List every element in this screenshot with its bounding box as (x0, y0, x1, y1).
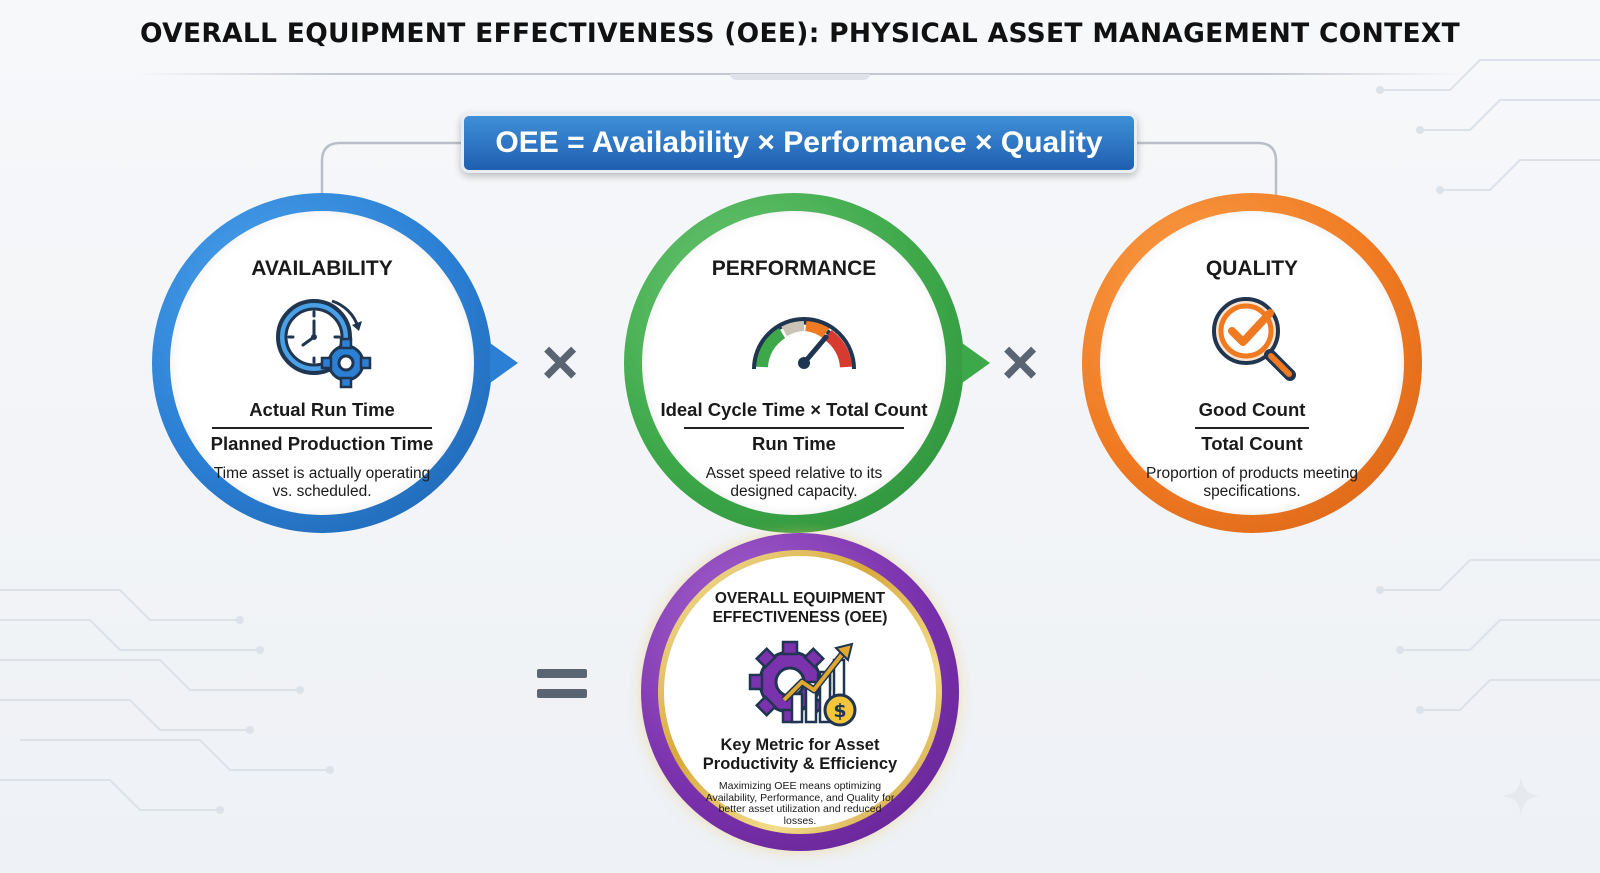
availability-circle: AVAILABILITY Actual Run Time (152, 193, 518, 533)
oee-description: Maximizing OEE means optimizing Availabi… (705, 780, 895, 827)
availability-denominator: Planned Production Time (210, 433, 434, 454)
speedometer-icon (752, 317, 856, 370)
sparkle-icon (1502, 777, 1540, 815)
title-divider-tab (730, 74, 870, 80)
performance-denominator: Run Time (752, 433, 836, 454)
availability-heading: AVAILABILITY (251, 257, 393, 280)
performance-heading: PERFORMANCE (711, 257, 877, 280)
multiply-operator-2: × (1001, 326, 1039, 398)
performance-fraction-bar (684, 427, 904, 429)
gear-chart-dollar-icon: $ (748, 640, 857, 727)
oee-formula-banner: OEE = Availability × Performance × Quali… (461, 113, 1137, 173)
multiply-operator-1: × (541, 326, 579, 398)
oee-key-metric: Key Metric for Asset Productivity & Effi… (684, 736, 916, 774)
quality-denominator: Total Count (1201, 433, 1303, 454)
quality-description: Proportion of products meeting specifica… (1146, 465, 1358, 500)
performance-circle: PERFORMANCE Ideal Cycle Time × Total Cou… (624, 193, 990, 533)
quality-circle: QUALITY Good Count Total Count Proportio… (1082, 193, 1422, 533)
magnifier-check-icon (1212, 297, 1296, 381)
quality-numerator: Good Count (1198, 399, 1306, 420)
performance-numerator: Ideal Cycle Time × Total Count (660, 399, 928, 420)
oee-heading: OVERALL EQUIPMENT EFFECTIVENESS (OEE) (712, 590, 888, 626)
performance-description: Asset speed relative to its designed cap… (705, 465, 883, 500)
performance-pointer (962, 343, 990, 383)
svg-text:$: $ (833, 700, 846, 722)
quality-heading: QUALITY (1205, 257, 1299, 280)
availability-description: Time asset is actually operating vs. sch… (213, 465, 431, 500)
equals-bar-top (537, 669, 587, 678)
oee-gold-ring: OVERALL EQUIPMENT EFFECTIVENESS (OEE) (658, 550, 942, 834)
availability-numerator: Actual Run Time (249, 399, 395, 420)
oee-key-line-1: Key Metric for Asset (720, 736, 880, 754)
equals-operator (537, 669, 587, 709)
oee-key-line-2: Productivity & Efficiency (702, 755, 898, 773)
availability-pointer (490, 343, 518, 383)
clock-gear-icon (276, 299, 372, 389)
quality-fraction-bar (1195, 427, 1309, 429)
availability-fraction-bar (212, 427, 432, 429)
oee-result-circle: OVERALL EQUIPMENT EFFECTIVENESS (OEE) (641, 533, 959, 851)
page-title: OVERALL EQUIPMENT EFFECTIVENESS (OEE): P… (140, 18, 1460, 49)
equals-bar-bottom (537, 689, 587, 698)
